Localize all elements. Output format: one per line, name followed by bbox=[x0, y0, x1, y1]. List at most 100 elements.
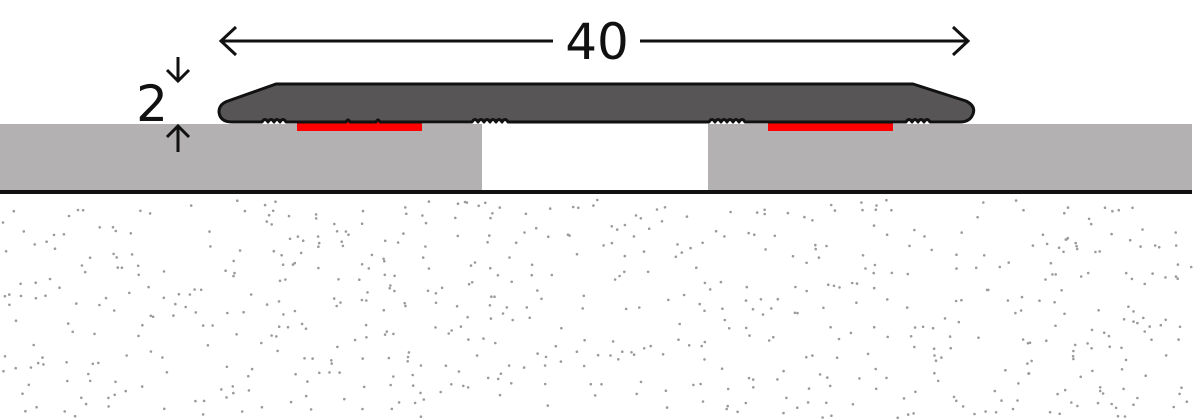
texture-dot bbox=[1185, 400, 1189, 404]
texture-dot bbox=[466, 315, 469, 319]
texture-dot bbox=[1098, 389, 1102, 393]
texture-dot bbox=[1122, 387, 1125, 391]
texture-dot bbox=[1026, 362, 1029, 365]
texture-dot bbox=[786, 211, 790, 215]
texture-dot bbox=[338, 371, 341, 374]
texture-dot bbox=[825, 244, 828, 248]
texture-dot bbox=[73, 414, 77, 418]
texture-dot bbox=[1048, 410, 1052, 414]
texture-dot bbox=[1073, 343, 1077, 347]
texture-dot bbox=[1103, 206, 1107, 209]
texture-dot bbox=[413, 401, 417, 405]
texture-dot bbox=[647, 227, 651, 230]
texture-dot bbox=[33, 243, 36, 246]
texture-dot bbox=[814, 243, 817, 247]
texture-dot bbox=[419, 391, 422, 395]
texture-dot bbox=[136, 264, 140, 268]
texture-dot bbox=[260, 405, 264, 409]
texture-dot bbox=[278, 279, 282, 283]
texture-dot bbox=[811, 354, 814, 357]
texture-dot bbox=[602, 244, 605, 247]
texture-dot bbox=[1131, 206, 1134, 210]
texture-dot bbox=[763, 212, 766, 216]
texture-dot bbox=[632, 353, 636, 357]
texture-dot bbox=[113, 393, 116, 397]
texture-dot bbox=[125, 354, 128, 357]
texture-dot bbox=[137, 273, 140, 277]
texture-dot bbox=[467, 338, 470, 341]
texture-dot bbox=[1089, 222, 1093, 226]
texture-dot bbox=[22, 230, 26, 233]
texture-dot bbox=[14, 366, 17, 370]
texture-dot bbox=[510, 280, 513, 284]
texture-dot bbox=[753, 233, 756, 236]
texture-dot bbox=[341, 244, 345, 248]
subfloor-texture bbox=[1, 198, 1193, 420]
width-label: 40 bbox=[565, 13, 629, 71]
texture-dot bbox=[593, 394, 597, 397]
texture-dot bbox=[337, 278, 340, 281]
texture-dot bbox=[232, 391, 235, 395]
texture-dot bbox=[609, 354, 612, 357]
texture-dot bbox=[404, 304, 407, 308]
texture-dot bbox=[462, 384, 465, 388]
texture-dot bbox=[314, 217, 318, 220]
texture-dot bbox=[367, 267, 371, 270]
texture-dot bbox=[714, 229, 718, 233]
texture-dot bbox=[231, 385, 235, 388]
texture-dot bbox=[866, 352, 870, 356]
texture-dot bbox=[304, 394, 308, 398]
texture-dot bbox=[1111, 209, 1114, 213]
texture-dot bbox=[434, 301, 438, 305]
texture-dot bbox=[27, 383, 31, 387]
texture-dot bbox=[949, 346, 952, 350]
texture-dot bbox=[112, 252, 115, 256]
texture-dot bbox=[209, 245, 212, 248]
texture-dot bbox=[211, 324, 214, 327]
texture-dot bbox=[406, 360, 410, 363]
texture-dot bbox=[530, 273, 533, 277]
texture-dot bbox=[107, 396, 110, 400]
texture-dot bbox=[277, 325, 281, 329]
texture-dot bbox=[440, 286, 444, 290]
texture-dot bbox=[676, 243, 679, 246]
texture-dot bbox=[1123, 415, 1127, 418]
texture-dot bbox=[528, 316, 531, 320]
texture-dot bbox=[392, 332, 395, 336]
texture-dot bbox=[137, 334, 140, 338]
texture-dot bbox=[296, 235, 300, 238]
texture-dot bbox=[411, 373, 415, 377]
texture-dot bbox=[469, 264, 473, 267]
texture-dot bbox=[575, 252, 579, 256]
texture-dot bbox=[226, 311, 229, 315]
texture-dot bbox=[482, 337, 485, 340]
texture-dot bbox=[336, 345, 339, 349]
texture-dot bbox=[434, 326, 437, 329]
texture-dot bbox=[291, 263, 295, 266]
texture-dot bbox=[695, 266, 698, 270]
texture-dot bbox=[335, 230, 339, 233]
texture-dot bbox=[507, 364, 511, 367]
texture-dot bbox=[206, 344, 210, 347]
texture-dot bbox=[751, 378, 755, 381]
texture-dot bbox=[392, 375, 395, 378]
texture-dot bbox=[837, 337, 841, 341]
texture-dot bbox=[194, 311, 198, 314]
texture-dot bbox=[149, 350, 153, 353]
texture-dot bbox=[838, 286, 841, 289]
texture-dot bbox=[250, 367, 254, 371]
texture-dot bbox=[913, 326, 917, 329]
texture-dot bbox=[263, 203, 267, 207]
texture-dot bbox=[623, 254, 627, 258]
texture-dot bbox=[116, 266, 120, 269]
texture-dot bbox=[12, 209, 16, 213]
texture-dot bbox=[770, 307, 773, 310]
texture-dot bbox=[1164, 276, 1167, 279]
texture-dot bbox=[163, 407, 166, 411]
texture-dot bbox=[1116, 414, 1120, 418]
texture-dot bbox=[288, 237, 292, 241]
texture-dot bbox=[508, 256, 511, 259]
texture-dot bbox=[365, 336, 368, 339]
texture-dot bbox=[75, 302, 78, 305]
texture-dot bbox=[459, 325, 463, 328]
